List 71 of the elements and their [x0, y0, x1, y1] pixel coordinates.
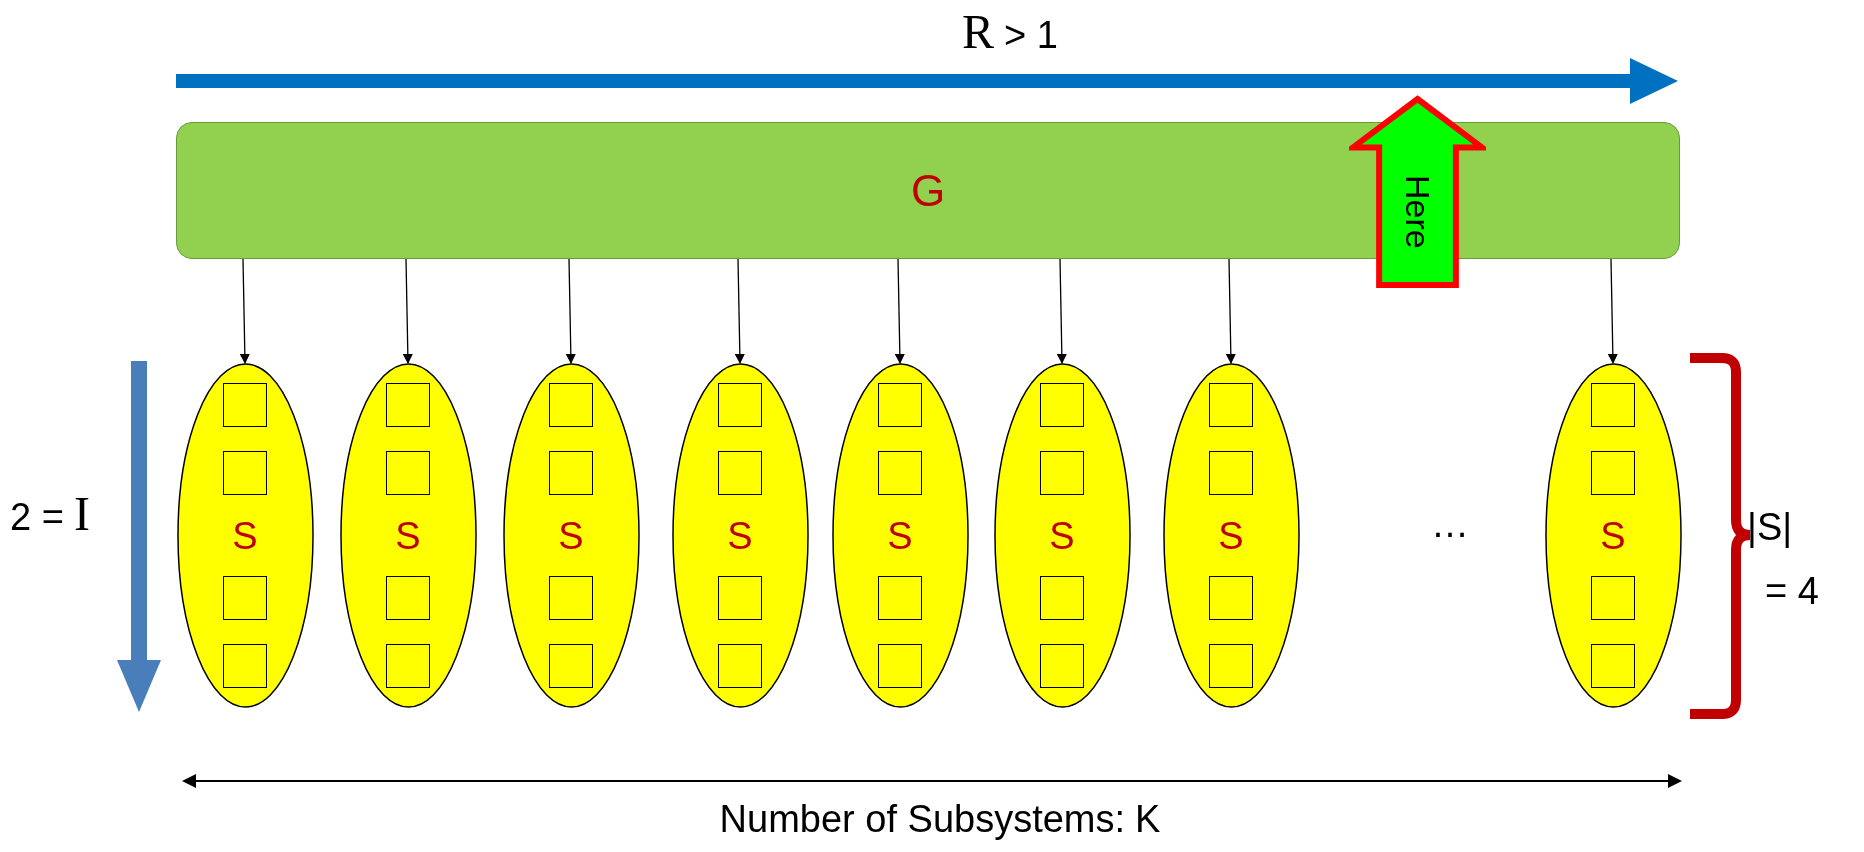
square-box	[223, 451, 267, 495]
square-box	[1040, 451, 1084, 495]
label-text: |	[1747, 508, 1757, 546]
label-text: S	[1756, 508, 1783, 546]
label-text: I	[73, 490, 90, 538]
ellipse-label: S	[727, 516, 753, 555]
square-box	[386, 576, 430, 620]
square-box	[549, 383, 593, 427]
arrow	[239, 258, 250, 364]
square-box	[718, 576, 762, 620]
subsystem-ellipse	[339, 363, 477, 708]
label-text: = 4	[1765, 572, 1819, 610]
square-box	[878, 383, 922, 427]
label-text: R	[962, 8, 995, 56]
square-box	[718, 383, 762, 427]
square-box	[549, 576, 593, 620]
label-text: Number of Subsystems:	[719, 800, 1126, 838]
label-text: K	[1135, 800, 1161, 838]
label-text: |	[1782, 508, 1793, 546]
square-box	[223, 644, 267, 688]
subsystem-ellipse	[502, 363, 640, 708]
square-box	[1591, 383, 1635, 427]
arrow	[1056, 258, 1067, 364]
subsystem-ellipse	[176, 363, 314, 708]
square-box	[1591, 451, 1635, 495]
arrow	[1225, 258, 1236, 364]
square-box	[878, 451, 922, 495]
ellipse-label: S	[1049, 516, 1075, 555]
ellipse-label: S	[395, 516, 421, 555]
rounded-box	[176, 122, 1680, 259]
square-box	[1040, 644, 1084, 688]
arrow	[565, 258, 576, 364]
square-box	[718, 451, 762, 495]
subsystem-ellipse	[993, 363, 1131, 708]
square-box	[549, 644, 593, 688]
square-box	[878, 644, 922, 688]
ellipse-label: S	[1218, 516, 1244, 555]
square-box	[223, 383, 267, 427]
label-text: …	[1431, 505, 1469, 543]
square-box	[1209, 644, 1253, 688]
arrow	[734, 258, 745, 364]
square-box	[1591, 644, 1635, 688]
square-box	[223, 576, 267, 620]
ellipse-label: S	[232, 516, 258, 555]
ellipse-label: S	[887, 516, 913, 555]
subsystem-ellipse	[831, 363, 969, 708]
up-arrow-shape	[1349, 95, 1486, 289]
arrow	[402, 258, 413, 364]
arrow	[1607, 258, 1618, 364]
subsystem-ellipse	[671, 363, 809, 708]
square-box	[1209, 383, 1253, 427]
square-box	[386, 451, 430, 495]
subsystem-ellipse	[1544, 363, 1682, 708]
square-box	[718, 644, 762, 688]
square-box	[1040, 383, 1084, 427]
square-box	[1591, 576, 1635, 620]
square-box	[549, 451, 593, 495]
square-box	[1209, 576, 1253, 620]
square-box	[1209, 451, 1253, 495]
label-text: 2 =	[10, 498, 64, 536]
arrow	[894, 258, 905, 364]
square-box	[878, 576, 922, 620]
subsystem-ellipse	[1162, 363, 1300, 708]
square-box	[386, 383, 430, 427]
arrow-label: Here	[1398, 175, 1438, 249]
square-box	[1040, 576, 1084, 620]
ellipse-label: S	[558, 516, 584, 555]
box-label: G	[910, 164, 946, 217]
ellipse-label: S	[1600, 516, 1626, 555]
label-text: > 1	[1004, 16, 1058, 54]
square-box	[386, 644, 430, 688]
